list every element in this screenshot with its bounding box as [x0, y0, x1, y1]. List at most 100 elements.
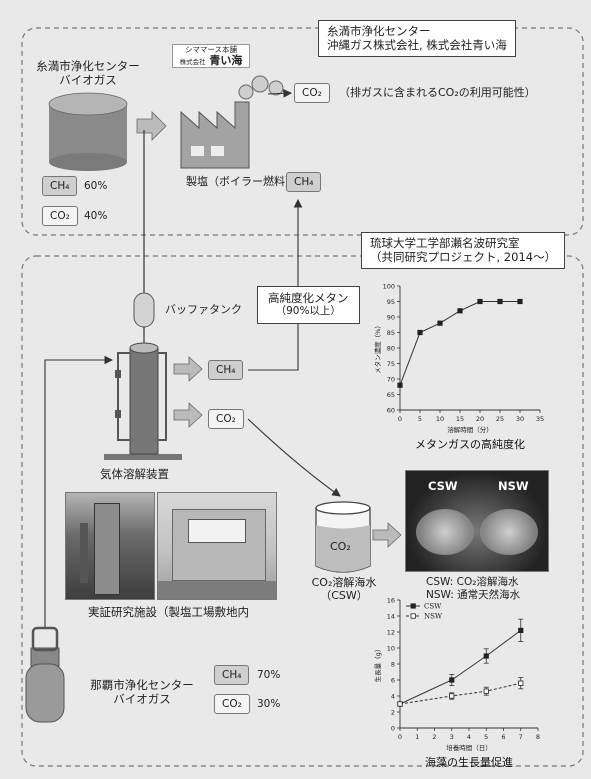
x-tick-label: 2 [432, 733, 436, 741]
university-region [21, 255, 584, 767]
ch4-output-pill: CH₄ [208, 360, 244, 380]
x-tick-label: 8 [536, 733, 540, 741]
x-tick-label: 0 [398, 415, 402, 423]
itoman-label-line1: 糸満市浄化センター [36, 59, 140, 73]
legend-label: CSW [424, 603, 442, 611]
photo-legend-line2: NSW: 通常天然海水 [426, 588, 521, 601]
x-tick-label: 20 [476, 415, 484, 423]
x-tick-label: 35 [536, 415, 544, 423]
y-tick-label: 12 [387, 629, 395, 637]
purified-methane-line2: （90%以上） [275, 305, 341, 318]
y-tick-label: 70 [387, 376, 395, 384]
naha-ch4-pct: 70% [257, 669, 281, 681]
y-tick-label: 65 [387, 391, 395, 399]
y-tick-label: 75 [387, 360, 395, 368]
y-tick-label: 80 [387, 345, 395, 353]
x-tick-label: 30 [516, 415, 524, 423]
itoman-ch4-pill: CH₄ [42, 176, 78, 196]
factory-label: 製塩（ボイラー燃料） [186, 175, 296, 188]
naha-co2-pct: 30% [257, 698, 281, 710]
x-tick-label: 1 [415, 733, 419, 741]
itoman-co2-pct: 40% [84, 210, 108, 222]
x-axis-label: 溶解時間（分） [447, 425, 493, 434]
y-tick-label: 2 [391, 709, 395, 717]
y-tick-label: 6 [391, 677, 395, 685]
data-point-0 [517, 298, 523, 305]
y-tick-label: 10 [387, 645, 395, 653]
legend-marker [410, 603, 416, 609]
university-label: 琉球大学工学部瀬名波研究室 （共同研究プロジェクト, 2014〜） [361, 232, 566, 269]
csw-photo-label: CSW [428, 479, 458, 493]
y-tick-label: 0 [391, 725, 395, 733]
university-label-line2: （共同研究プロジェクト, 2014〜） [370, 250, 557, 265]
x-tick-label: 5 [418, 415, 422, 423]
data-point-0 [497, 298, 503, 305]
naha-ch4-pill: CH₄ [214, 665, 250, 685]
naha-label-line2: バイオガス [113, 691, 171, 706]
x-tick-label: 6 [501, 733, 505, 741]
top-right-org-label: 糸満市浄化センター 沖縄ガス株式会社, 株式会社青い海 [318, 20, 516, 57]
legend-label: NSW [424, 613, 443, 621]
x-tick-label: 3 [450, 733, 454, 741]
purified-methane-label: 高純度化メタン （90%以上） [257, 286, 360, 324]
x-tick-label: 7 [519, 733, 523, 741]
y-tick-label: 60 [387, 407, 395, 415]
x-axis-label: 培養時間（日） [446, 743, 492, 752]
purified-methane-line1: 高純度化メタン [268, 291, 349, 305]
block-arrow-icon [173, 402, 203, 428]
block-arrow-icon [173, 356, 203, 382]
logo-line1: シママース本舗 [184, 45, 238, 54]
y-tick-label: 100 [383, 283, 395, 291]
y-tick-label: 16 [387, 597, 395, 605]
naha-biogas-label: 那覇市浄化センター バイオガス [84, 678, 200, 707]
top-right-org-line2: 沖縄ガス株式会社, 株式会社青い海 [327, 38, 507, 53]
data-point-CSW [518, 627, 524, 634]
data-point-NSW [518, 680, 524, 686]
gas-cylinder-icon [25, 626, 65, 723]
seawater-photo: CSW NSW [405, 470, 549, 572]
facility-photo [157, 492, 277, 600]
x-tick-label: 10 [436, 415, 444, 423]
dissolved-seawater-label: CO₂溶解海水 （CSW） [306, 576, 382, 602]
y-tick-label: 85 [387, 329, 395, 337]
x-tick-label: 5 [484, 733, 488, 741]
series-line-NSW [399, 682, 521, 705]
dissolved-label-line2: （CSW） [320, 589, 368, 603]
data-point-CSW [449, 677, 455, 683]
data-point-NSW [449, 693, 455, 699]
itoman-co2-pill: CO₂ [42, 206, 78, 226]
facility-caption: 実証研究施設（製塩工場敷地内 [88, 605, 249, 619]
top-right-org-line1: 糸満市浄化センター [327, 24, 431, 38]
data-point-0 [477, 298, 483, 305]
chart-title: メタンガスの高純度化 [415, 437, 525, 451]
co2-exhaust-pill: CO₂ [294, 83, 330, 103]
naha-co2-pill: CO₂ [214, 694, 250, 714]
y-tick-label: 95 [387, 298, 395, 306]
series-line-CSW [399, 629, 522, 705]
x-tick-label: 4 [467, 733, 471, 741]
photo-legend: CSW: CO₂溶解海水 NSW: 通常天然海水 [426, 576, 520, 601]
y-tick-label: 8 [391, 661, 395, 669]
x-tick-label: 15 [456, 415, 464, 423]
itoman-biogas-label: 糸満市浄化センター バイオガス [30, 59, 146, 88]
legend-marker [410, 613, 416, 619]
data-point-CSW [483, 653, 489, 659]
digester-cylinder-icon [48, 92, 128, 171]
y-tick-label: 14 [387, 613, 395, 621]
buffer-tank-label: バッファタンク [165, 303, 242, 316]
co2-output-pill: CO₂ [208, 409, 244, 429]
logo-line2: 青い海 [209, 54, 243, 67]
factory-icon [180, 75, 284, 169]
apparatus-label: 気体溶解装置 [100, 467, 169, 481]
university-label-line1: 琉球大学工学部瀬名波研究室 [370, 236, 520, 250]
data-point-NSW [483, 688, 489, 694]
y-tick-label: 4 [391, 693, 395, 701]
y-axis-label: メタン濃度（%） [373, 322, 382, 374]
nsw-photo-label: NSW [498, 479, 529, 493]
ch4-factory-pill: CH₄ [286, 172, 322, 192]
dissolution-apparatus-icon [104, 342, 182, 460]
chart-title: 海藻の生長量促進 [425, 755, 513, 769]
